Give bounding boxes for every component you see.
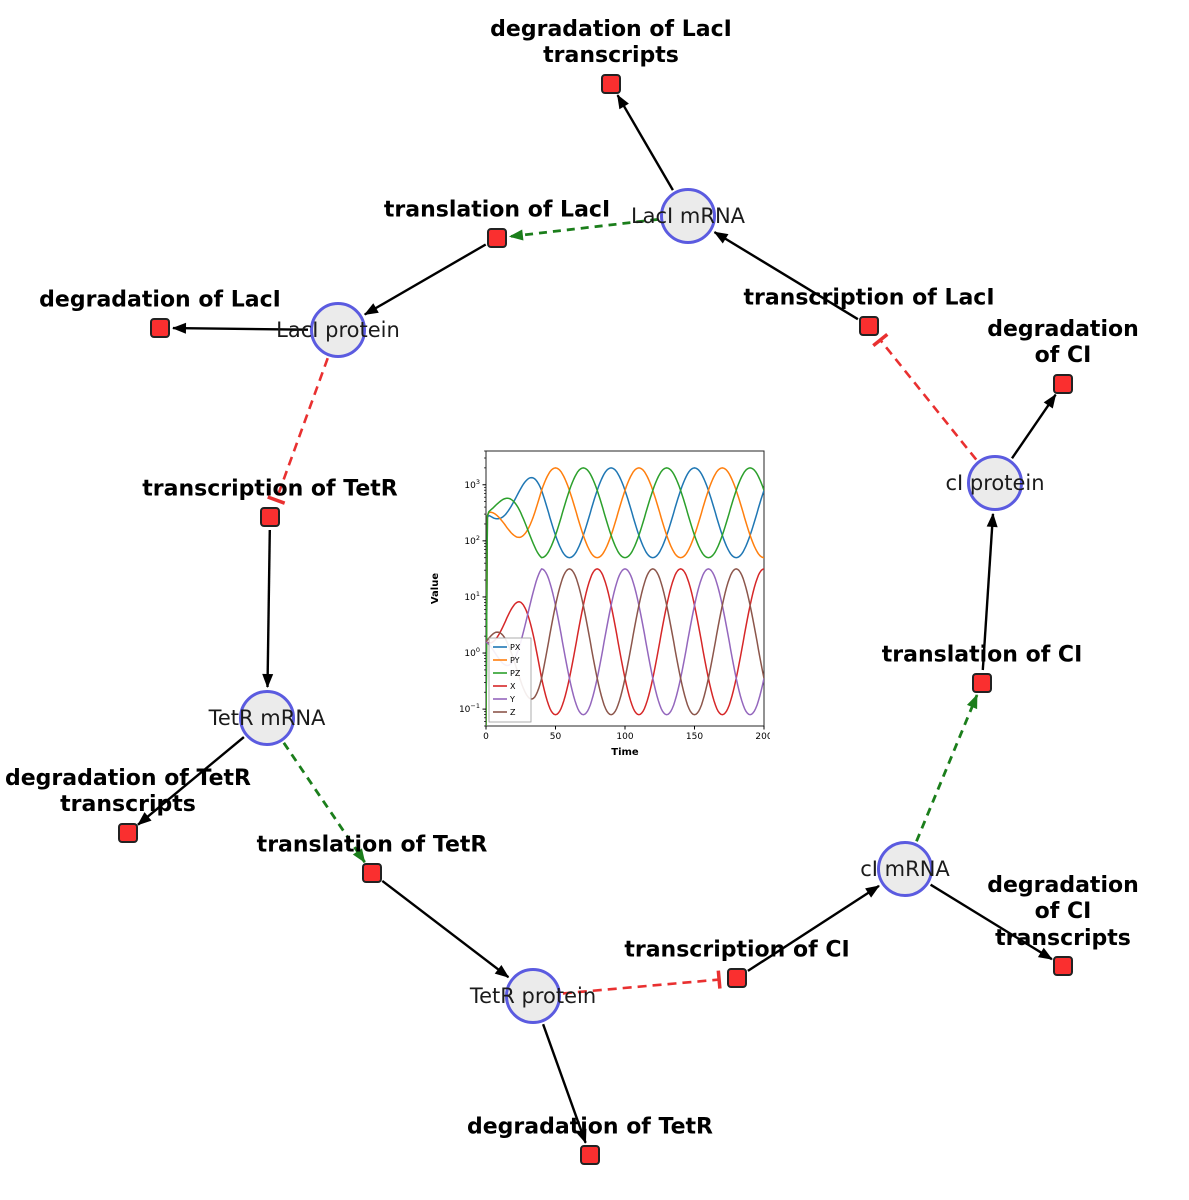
legend-label-PZ: PZ	[510, 669, 521, 678]
x-tick-label: 0	[483, 732, 489, 742]
species-label-ci_mrna: cI mRNA	[860, 857, 950, 881]
reaction-label-transcription_ci: transcription of CI	[624, 937, 850, 963]
x-tick-label: 200	[755, 732, 770, 742]
species-node-ci_mrna	[877, 841, 933, 897]
edge-translation_tetr-tetr_protein	[381, 879, 510, 979]
species-label-ci_protein: cI protein	[945, 471, 1045, 495]
edge-laci_protein-deg_laci	[172, 322, 309, 334]
species-node-ci_protein	[967, 455, 1023, 511]
y-tick-label: 101	[464, 590, 480, 603]
species-node-tetr_mrna	[239, 690, 295, 746]
reaction-node-transcription_tetr	[260, 507, 280, 527]
reaction-label-deg_ci_transcripts: degradation of CI transcripts	[987, 872, 1139, 951]
reaction-node-deg_laci	[150, 318, 170, 338]
reaction-node-translation_ci	[972, 673, 992, 693]
edge-translation_laci-laci_protein	[363, 243, 487, 316]
legend-label-Z: Z	[510, 708, 516, 717]
edge-transcription_tetr-tetr_mrna	[262, 529, 274, 688]
y-tick-label: 100	[464, 646, 480, 659]
reaction-node-deg_ci	[1053, 374, 1073, 394]
edge-tetr_mrna-translation_tetr	[282, 742, 366, 864]
reaction-node-transcription_ci	[727, 968, 747, 988]
reaction-label-transcription_laci: transcription of LacI	[743, 285, 995, 311]
reaction-node-transcription_laci	[859, 316, 879, 336]
legend-label-PX: PX	[510, 643, 521, 652]
reaction-node-deg_tetr_transcripts	[118, 823, 138, 843]
series-Z	[486, 568, 764, 716]
reaction-node-deg_laci_transcripts	[601, 74, 621, 94]
reaction-label-translation_ci: translation of CI	[881, 642, 1083, 668]
edge-laci_mrna-deg_laci_transcripts	[616, 94, 674, 191]
reaction-label-deg_tetr_transcripts: degradation of TetR transcripts	[4, 766, 252, 818]
species-label-tetr_mrna: TetR mRNA	[208, 706, 326, 730]
species-label-laci_mrna: LacI mRNA	[630, 204, 746, 228]
edge-ci_protein-deg_ci	[1011, 393, 1057, 459]
reaction-node-translation_tetr	[362, 863, 382, 883]
y-axis-label: Value	[430, 573, 441, 604]
reaction-label-deg_laci_transcripts: degradation of LacI transcripts	[490, 17, 732, 69]
edge-translation_ci-ci_protein	[981, 512, 998, 671]
x-tick-label: 150	[686, 732, 703, 742]
species-node-laci_mrna	[660, 188, 716, 244]
legend-box	[488, 637, 532, 723]
legend-label-Y: Y	[509, 695, 515, 704]
legend-label-X: X	[510, 682, 516, 691]
edge-transcription_ci-ci_mrna	[747, 884, 880, 972]
edge-ci_protein-transcription_laci	[872, 333, 978, 461]
edge-ci_mrna-translation_ci	[915, 694, 979, 842]
y-tick-label: 103	[464, 478, 480, 491]
legend-label-PY: PY	[510, 656, 520, 665]
reaction-node-translation_laci	[487, 228, 507, 248]
reaction-node-deg_ci_transcripts	[1053, 956, 1073, 976]
species-node-laci_protein	[310, 302, 366, 358]
reaction-label-translation_tetr: translation of TetR	[256, 832, 488, 858]
reaction-node-deg_tetr	[580, 1145, 600, 1165]
edge-tetr_mrna-deg_tetr_transcripts	[137, 736, 245, 826]
reaction-label-transcription_tetr: transcription of TetR	[142, 476, 398, 502]
reaction-label-translation_laci: translation of LacI	[383, 197, 611, 223]
species-label-tetr_protein: TetR protein	[469, 984, 597, 1008]
y-tick-label: 10−1	[459, 702, 480, 715]
species-node-tetr_protein	[505, 968, 561, 1024]
x-tick-label: 100	[616, 732, 633, 742]
x-axis-label: Time	[611, 747, 639, 758]
edge-laci_protein-transcription_tetr	[267, 357, 329, 505]
reaction-label-deg_ci: degradation of CI	[987, 317, 1139, 369]
species-label-laci_protein: LacI protein	[276, 318, 400, 342]
edge-tetr_protein-transcription_ci	[562, 970, 722, 995]
series-Y	[486, 568, 764, 716]
x-tick-label: 50	[550, 732, 562, 742]
y-tick-label: 102	[464, 534, 480, 547]
edge-transcription_laci-laci_mrna	[713, 231, 859, 321]
reaction-label-deg_tetr: degradation of TetR	[466, 1114, 714, 1140]
series-PZ	[486, 467, 764, 726]
reaction-label-deg_laci: degradation of LacI	[39, 287, 281, 313]
edge-ci_mrna-deg_ci_transcripts	[929, 883, 1053, 961]
edge-laci_mrna-translation_laci	[508, 218, 659, 241]
series-PY	[486, 467, 764, 726]
edge-tetr_protein-deg_tetr	[541, 1023, 587, 1144]
